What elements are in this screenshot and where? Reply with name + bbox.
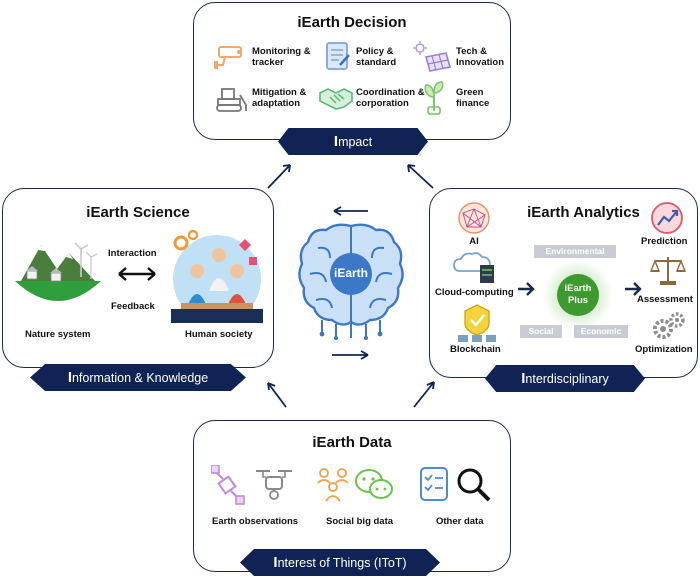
arrow-to-decision-right	[407, 164, 434, 189]
decision-item-mitigation: Mitigation & adaptation	[252, 87, 307, 109]
double-arrow-icon	[118, 267, 156, 281]
cloud-server-icon	[453, 252, 494, 283]
prediction-label: Prediction	[641, 236, 688, 247]
policy-document-icon	[326, 42, 350, 70]
gears-icon	[653, 312, 685, 339]
interdisciplinary-banner-initial: I	[521, 370, 526, 387]
blockchain-label: Blockchain	[450, 344, 501, 355]
iearth-plus-circle	[543, 260, 613, 330]
magnifier-icon	[457, 468, 491, 502]
ai-network-icon	[458, 202, 490, 234]
iearth-plus-line1: iEarth	[564, 283, 592, 294]
decision-item-finance: Green finance	[456, 87, 490, 109]
environmental-tag: Environmental	[534, 245, 616, 258]
decision-item-policy: Policy & standard	[356, 46, 397, 68]
economic-tag: Economic	[574, 325, 628, 338]
decision-panel: iEarth Decision Monitoring & tracker Pol…	[193, 2, 511, 140]
money-plant-icon	[424, 81, 444, 115]
arrow-science-to-analytics	[332, 350, 369, 360]
information-banner-label: nformation & Knowledge	[71, 370, 209, 385]
science-panel: iEarth Science Nature system Interaction…	[2, 188, 274, 368]
cctv-camera-icon	[214, 46, 242, 69]
decision-item-coordination: Coordination & corporation	[356, 87, 425, 109]
cloud-computing-label: Cloud-computing	[435, 287, 514, 298]
analytics-panel: iEarth Analytics AI Cloud-computing Bloc…	[429, 188, 698, 378]
satellite-icon	[211, 465, 245, 505]
decision-item-monitoring: Monitoring & tracker	[252, 46, 311, 68]
interaction-label: Interaction	[108, 248, 157, 259]
brain-icon	[298, 223, 404, 340]
bulldozer-icon	[216, 88, 247, 112]
chat-bubbles-icon	[355, 469, 393, 499]
arrow-data-to-analytics	[413, 381, 435, 408]
analytics-title: iEarth Analytics	[527, 204, 640, 221]
information-banner-initial: I	[67, 369, 72, 386]
social-network-icon	[317, 468, 349, 502]
ai-label: AI	[469, 236, 479, 247]
flow-arrow-right-icon	[625, 282, 642, 296]
brain-center-label: iEarth	[333, 266, 368, 280]
earth-observations-label: Earth observations	[212, 516, 299, 527]
checklist-icon	[420, 467, 448, 501]
arrow-to-decision-left	[267, 164, 291, 189]
interdisciplinary-banner-label: nterdisciplinary	[525, 371, 609, 386]
interest-banner-label: nterest of Things (IToT)	[277, 555, 407, 570]
human-society-icon	[171, 229, 263, 323]
prediction-chart-icon	[651, 202, 683, 234]
science-title: iEarth Science	[86, 204, 190, 221]
data-title: iEarth Data	[312, 434, 392, 451]
impact-banner-label: mpact	[338, 134, 373, 149]
handshake-icon	[319, 88, 353, 110]
drone-icon	[256, 470, 292, 500]
human-society-label: Human society	[185, 329, 253, 340]
interest-banner-initial: I	[273, 554, 278, 571]
social-tag: Social	[520, 325, 562, 338]
optimization-label: Optimization	[635, 344, 693, 355]
assessment-label: Assessment	[637, 294, 693, 305]
decision-item-tech: Tech & Innovation	[456, 46, 505, 68]
decision-title: iEarth Decision	[297, 14, 407, 31]
feedback-label: Feedback	[111, 301, 155, 312]
iearth-plus-line2: Plus	[567, 295, 589, 306]
solar-panel-icon	[413, 41, 452, 72]
impact-banner-initial: I	[333, 133, 339, 150]
nature-landscape-icon	[15, 242, 101, 301]
arrow-analytics-to-science	[333, 206, 368, 216]
other-data-label: Other data	[436, 516, 484, 527]
flow-arrow-left-icon	[518, 282, 535, 296]
blockchain-icon	[458, 304, 496, 342]
balance-scale-icon	[650, 257, 686, 285]
nature-system-label: Nature system	[25, 329, 91, 340]
social-big-data-label: Social big data	[326, 516, 394, 527]
data-panel: iEarth Data Earth observations Social bi…	[193, 420, 511, 572]
arrow-data-to-science	[267, 382, 287, 408]
